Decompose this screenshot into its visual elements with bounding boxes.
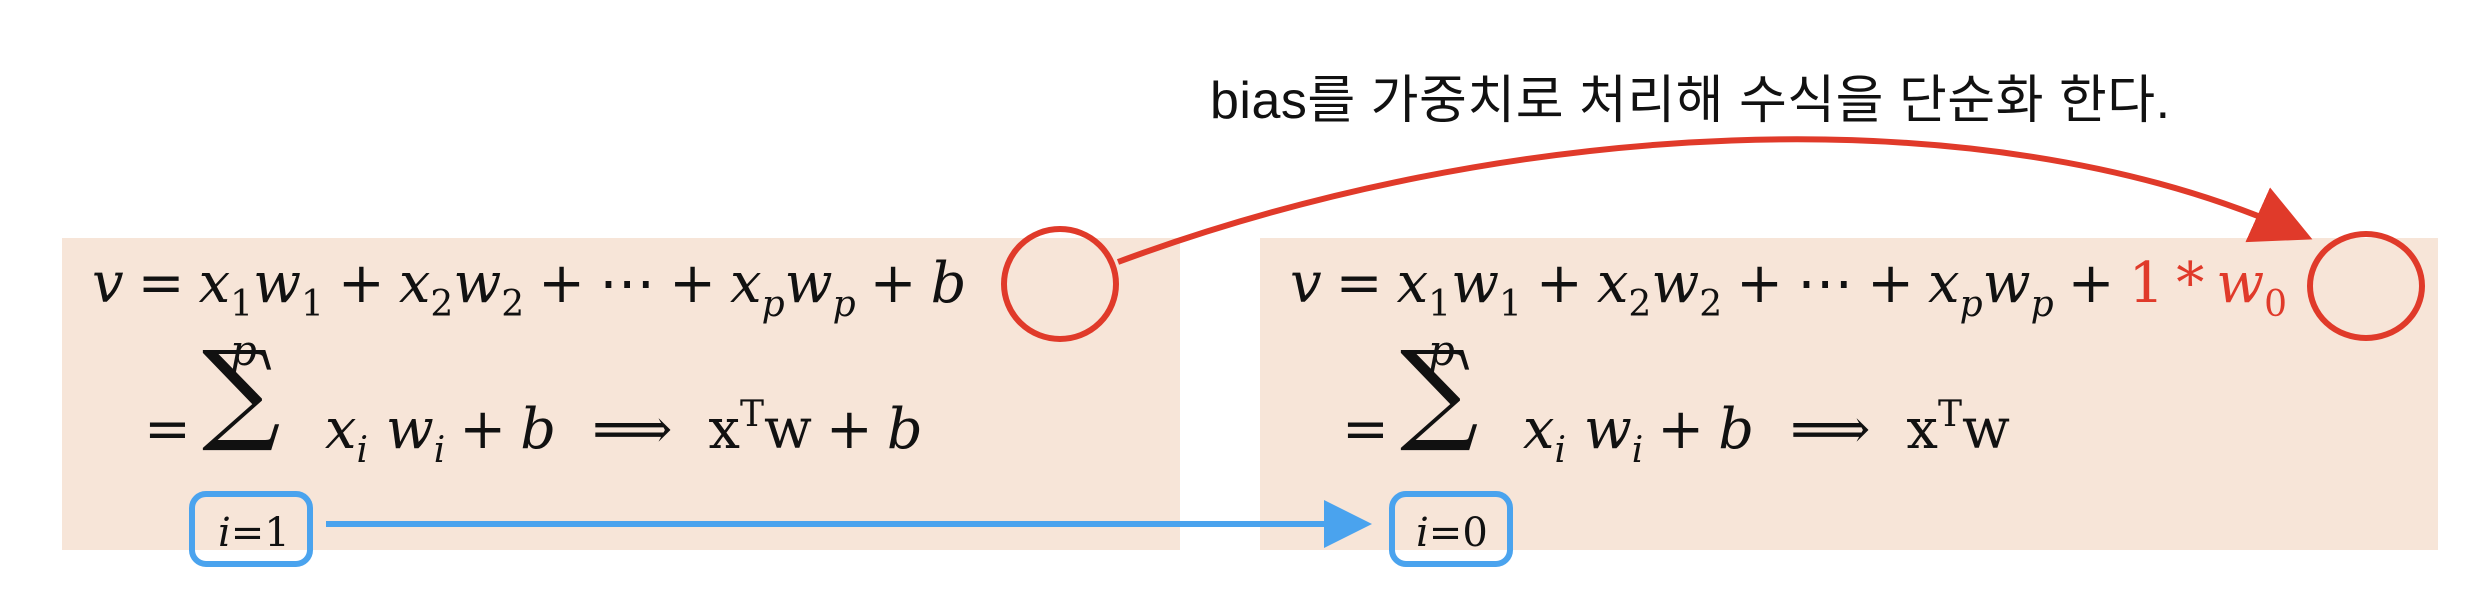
- subscript: 2: [501, 284, 525, 325]
- subscript: p: [1959, 284, 1983, 325]
- sigma-symbol: ∑: [202, 327, 281, 455]
- equation-panel-simplified: v=x1w1+x2w2+⋯+xpwp+1*w0 p ∑ i=0 =xi wi+b…: [1260, 238, 2438, 556]
- term-w: w: [253, 251, 301, 316]
- plus-sign: +: [669, 251, 717, 316]
- sum-upper-limit: p: [230, 326, 257, 375]
- term-x: x: [1396, 251, 1429, 316]
- sum-lower-limit-original: i=1: [218, 510, 290, 556]
- term-w: w: [453, 251, 502, 316]
- term-x: x: [324, 397, 357, 462]
- vector-w: w: [1961, 397, 2010, 462]
- equals-sign: =: [1335, 251, 1383, 316]
- subscript: i: [1554, 430, 1567, 471]
- subscript: p: [761, 284, 785, 325]
- vector-x: x: [1906, 397, 1938, 462]
- subscript: p: [2030, 284, 2054, 325]
- equation-line-2-simplified: =xi wi+b⟹xTw: [1342, 394, 2010, 471]
- ellipsis: ⋯: [599, 251, 656, 316]
- var-v: v: [1290, 251, 1322, 316]
- plus-sign: +: [869, 251, 917, 316]
- vector-x: x: [708, 397, 740, 462]
- sum-upper-limit: p: [1428, 326, 1455, 375]
- vector-w: w: [763, 397, 812, 462]
- subscript: i: [1631, 430, 1644, 471]
- subscript: 2: [1699, 284, 1723, 325]
- ellipsis: ⋯: [1797, 251, 1854, 316]
- term-x: x: [1928, 251, 1960, 316]
- transpose-T: T: [1937, 394, 1962, 435]
- term-w: w: [1651, 251, 1700, 316]
- subscript: p: [832, 284, 856, 325]
- box-highlight-i0: [1389, 491, 1513, 567]
- subscript: 1: [1499, 284, 1522, 325]
- plus-sign: +: [1535, 251, 1583, 316]
- equation-panel-original: v=x1w1+x2w2+⋯+xpwp+b p ∑ i=1 =xi wi+b⟹xT…: [62, 238, 1180, 556]
- term-w: w: [1451, 251, 1499, 316]
- equation-line-1-simplified: v=x1w1+x2w2+⋯+xpwp+1*w0: [1290, 251, 2288, 326]
- box-highlight-i1: [189, 491, 313, 567]
- subscript: 1: [230, 284, 254, 325]
- plus-sign: +: [825, 397, 873, 462]
- subscript: 1: [301, 284, 324, 325]
- circle-highlight-bias: [1001, 226, 1119, 342]
- subscript: 0: [2264, 284, 2288, 325]
- implies-arrow: ⟹: [1790, 397, 1871, 462]
- bias-b: b: [520, 397, 557, 462]
- term-w: w: [385, 397, 434, 462]
- term-x: x: [730, 251, 762, 316]
- var-v: v: [92, 251, 124, 316]
- plus-sign: +: [459, 397, 507, 462]
- subscript: 2: [430, 284, 454, 325]
- bias-weight-w0: w: [2216, 251, 2265, 316]
- plus-sign: +: [538, 251, 586, 316]
- term-x: x: [198, 251, 231, 316]
- term-x: x: [398, 251, 431, 316]
- equals-sign: =: [137, 251, 185, 316]
- transpose-T: T: [739, 394, 764, 435]
- term-x: x: [1522, 397, 1555, 462]
- bias-b: b: [930, 251, 967, 316]
- caption-text: bias를 가중치로 처리해 수식을 단순화 한다.: [1210, 72, 2171, 130]
- plus-sign: +: [1657, 397, 1705, 462]
- term-w: w: [1583, 397, 1632, 462]
- sigma-symbol: ∑: [1400, 327, 1479, 455]
- bias-b: b: [886, 397, 923, 462]
- plus-sign: +: [2067, 251, 2115, 316]
- constant-one: 1: [2128, 251, 2165, 316]
- circle-highlight-w0: [2307, 231, 2425, 341]
- subscript: i: [433, 430, 446, 471]
- equation-line-1-original: v=x1w1+x2w2+⋯+xpwp+b: [92, 251, 967, 326]
- term-x: x: [1596, 251, 1629, 316]
- equals-sign: =: [144, 397, 191, 462]
- multiply-star: *: [2176, 251, 2205, 316]
- term-w: w: [784, 251, 833, 316]
- sum-lower-limit-simplified: i=0: [1416, 510, 1488, 556]
- subscript: 2: [1628, 284, 1652, 325]
- implies-arrow: ⟹: [592, 397, 673, 462]
- plus-sign: +: [1867, 251, 1915, 316]
- bias-b: b: [1718, 397, 1755, 462]
- equation-line-2-original: =xi wi+b⟹xTw+b: [144, 394, 923, 471]
- plus-sign: +: [337, 251, 385, 316]
- red-curved-arrow: [1116, 136, 2313, 265]
- equals-sign: =: [1342, 397, 1389, 462]
- plus-sign: +: [1736, 251, 1784, 316]
- subscript: i: [356, 430, 369, 471]
- subscript: 1: [1428, 284, 1452, 325]
- term-w: w: [1982, 251, 2031, 316]
